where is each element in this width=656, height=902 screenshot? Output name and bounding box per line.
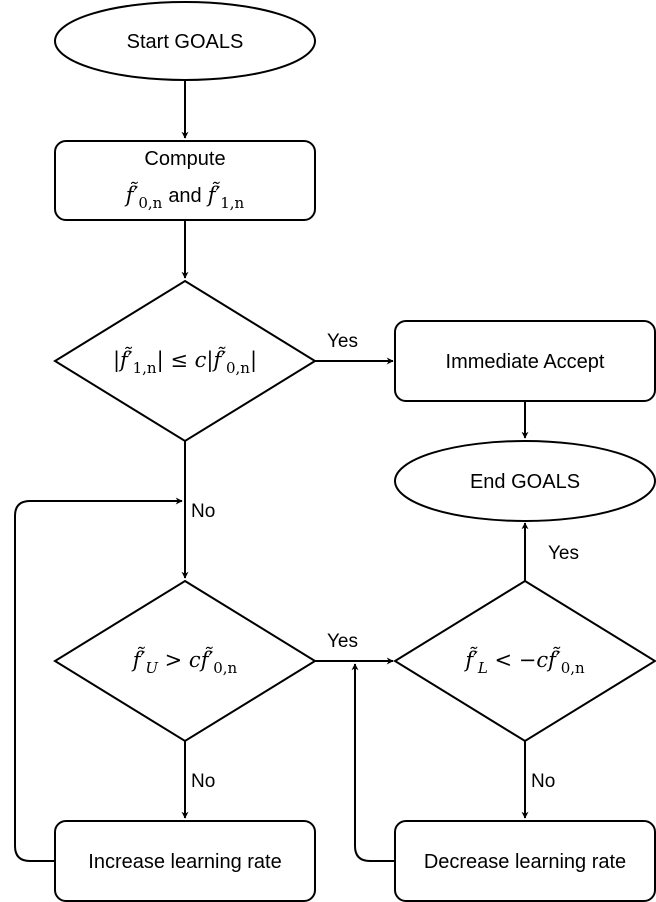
compute-f1-subscript: 1,n — [220, 194, 244, 212]
edge-decrease-loop-back — [351, 663, 395, 862]
edge-label-yes-accept: Yes — [327, 331, 358, 352]
lower-f-symbol: f̃′ — [463, 647, 478, 672]
lower-f0-symbol: f̃′ — [546, 647, 561, 672]
check-lower-condition: f̃′L < −cf̃′0,n — [463, 647, 585, 677]
initial-f0-symbol: f̃′ — [211, 347, 226, 372]
decrease-learning-rate-node: Decrease learning rate — [394, 820, 656, 902]
upper-c: c — [189, 648, 201, 672]
edge-label-no-initial: No — [191, 501, 215, 522]
edge-label-yes-upper: Yes — [327, 631, 358, 652]
initial-f1-subscript: 1,n — [133, 359, 157, 377]
start-node: Start GOALS — [54, 1, 316, 81]
check-initial-condition: |f̃′1,n| ≤ c|f̃′0,n| — [113, 347, 257, 377]
lower-c: c — [536, 648, 548, 672]
check-lower-node: f̃′L < −cf̃′0,n — [393, 579, 656, 743]
lower-f0-subscript: 0,n — [561, 659, 585, 677]
increase-learning-rate-label: Increase learning rate — [88, 851, 281, 873]
upper-subscript: U — [145, 659, 159, 677]
compute-f0-symbol: f̃′ — [124, 182, 139, 207]
end-node: End GOALS — [394, 440, 656, 522]
compute-f1-symbol: f̃′ — [206, 182, 221, 207]
upper-f0-symbol: f̃′ — [199, 647, 214, 672]
edge-label-no-upper: No — [191, 771, 215, 792]
check-upper-node: f̃′U > cf̃′0,n — [53, 579, 317, 743]
start-label: Start GOALS — [127, 31, 244, 53]
initial-c: c — [195, 348, 207, 372]
check-upper-condition: f̃′U > cf̃′0,n — [131, 647, 238, 677]
lower-subscript: L — [477, 659, 488, 677]
check-initial-node: |f̃′1,n| ≤ c|f̃′0,n| — [53, 279, 317, 443]
initial-f1-symbol: f̃′ — [118, 347, 133, 372]
immediate-accept-node: Immediate Accept — [394, 320, 656, 402]
upper-f0-subscript: 0,n — [213, 659, 237, 677]
upper-f-symbol: f̃′ — [131, 647, 146, 672]
compute-joiner: and — [168, 185, 201, 207]
edge-label-yes-lower: Yes — [548, 543, 579, 564]
initial-f0-subscript: 0,n — [226, 359, 250, 377]
end-label: End GOALS — [470, 471, 580, 493]
compute-f0-subscript: 0,n — [138, 194, 162, 212]
decrease-learning-rate-label: Decrease learning rate — [424, 851, 626, 873]
increase-learning-rate-node: Increase learning rate — [54, 820, 316, 902]
edge-label-no-lower: No — [531, 771, 555, 792]
compute-label: Compute — [144, 148, 225, 170]
edge-increase-loop-back — [14, 497, 183, 862]
immediate-accept-label: Immediate Accept — [446, 351, 605, 373]
